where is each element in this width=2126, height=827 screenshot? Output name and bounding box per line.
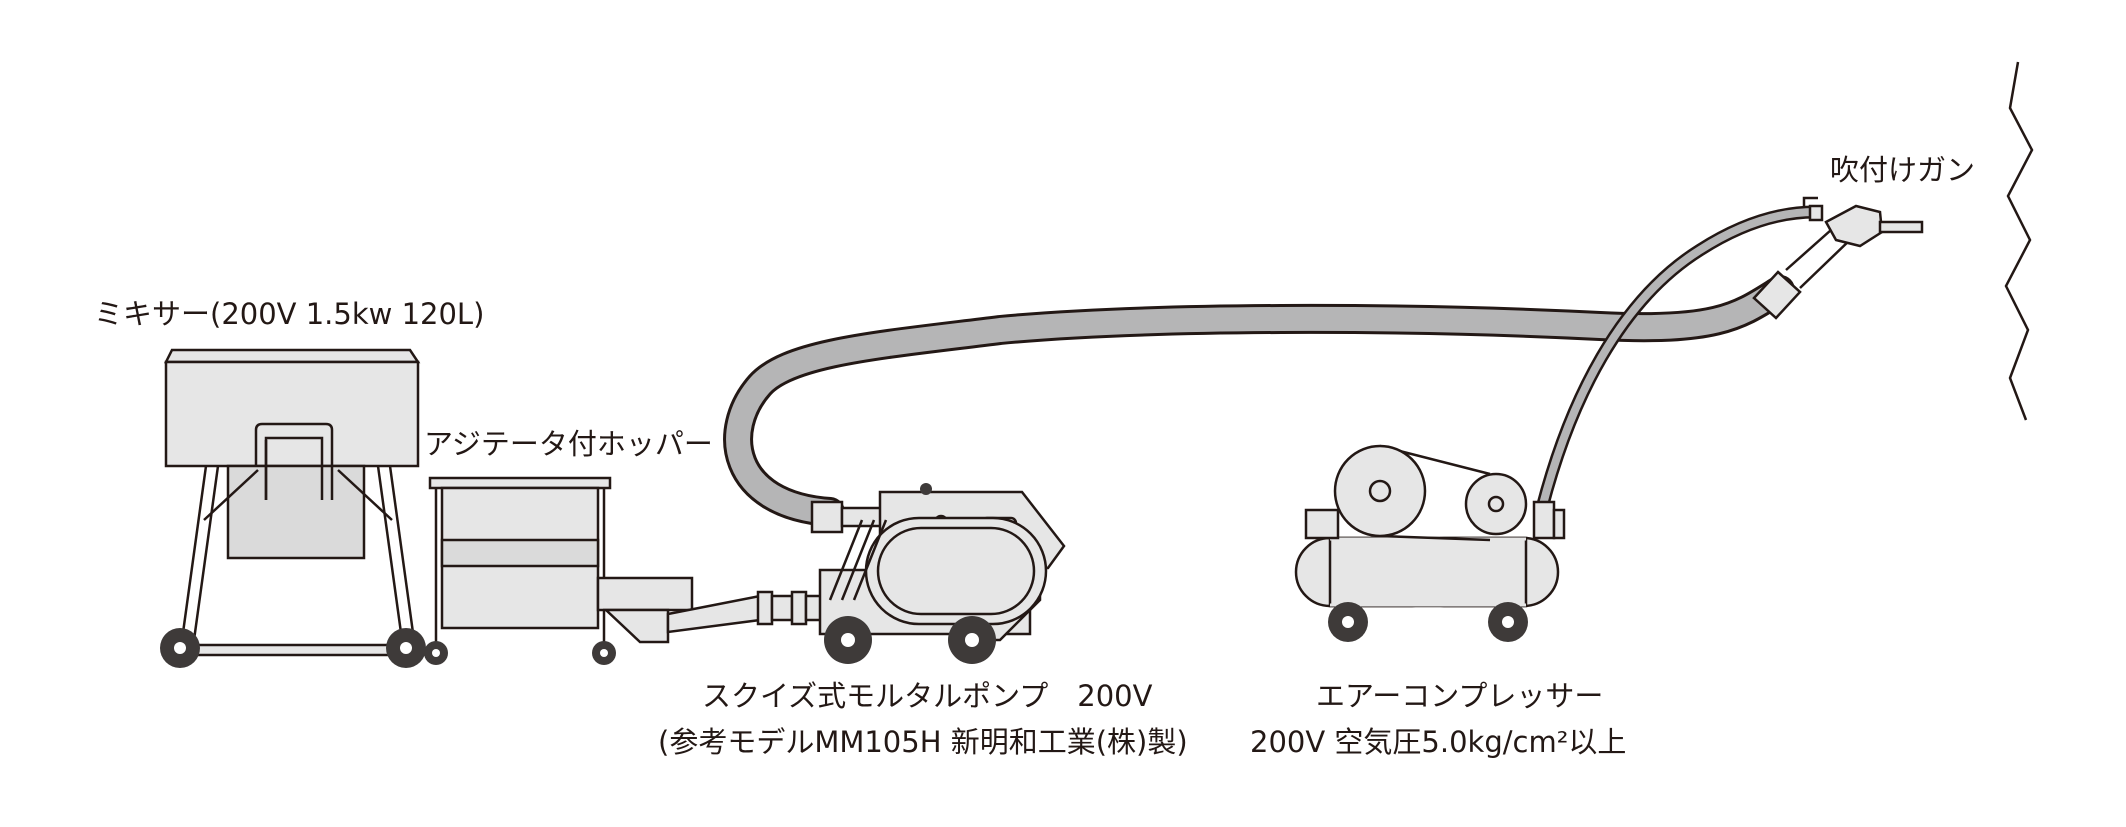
gun-label: 吹付けガン	[1830, 153, 1975, 187]
mixer-label: ミキサー(200V 1.5kw 120L)	[94, 297, 484, 331]
wall-line	[2004, 61, 2034, 421]
air-hose	[1535, 205, 1822, 515]
mortar-hose	[723, 275, 1795, 527]
gun-valve	[1808, 204, 1824, 222]
hopper-label: アジテータ付ホッパー	[424, 427, 713, 461]
compressor-label-line2: 200V 空気圧5.0kg/cm²以上	[1250, 725, 1626, 759]
hopper	[424, 476, 694, 665]
compressor-label-line1: エアーコンプレッサー	[1316, 679, 1603, 713]
gun-coupling	[1752, 270, 1802, 320]
gun-nozzle	[1878, 220, 1924, 234]
pump-label-line1: スクイズ式モルタルポンプ 200V	[702, 679, 1153, 713]
squeeze-pump	[810, 483, 1066, 664]
air-compressor	[1294, 444, 1566, 642]
mixer	[160, 348, 426, 668]
spray-gun	[1752, 196, 1924, 320]
gun-body	[1824, 204, 1884, 248]
pump-label-line2: (参考モデルMM105H 新明和工業(株)製)	[658, 725, 1188, 759]
pump-rotor-housing	[864, 516, 1048, 626]
